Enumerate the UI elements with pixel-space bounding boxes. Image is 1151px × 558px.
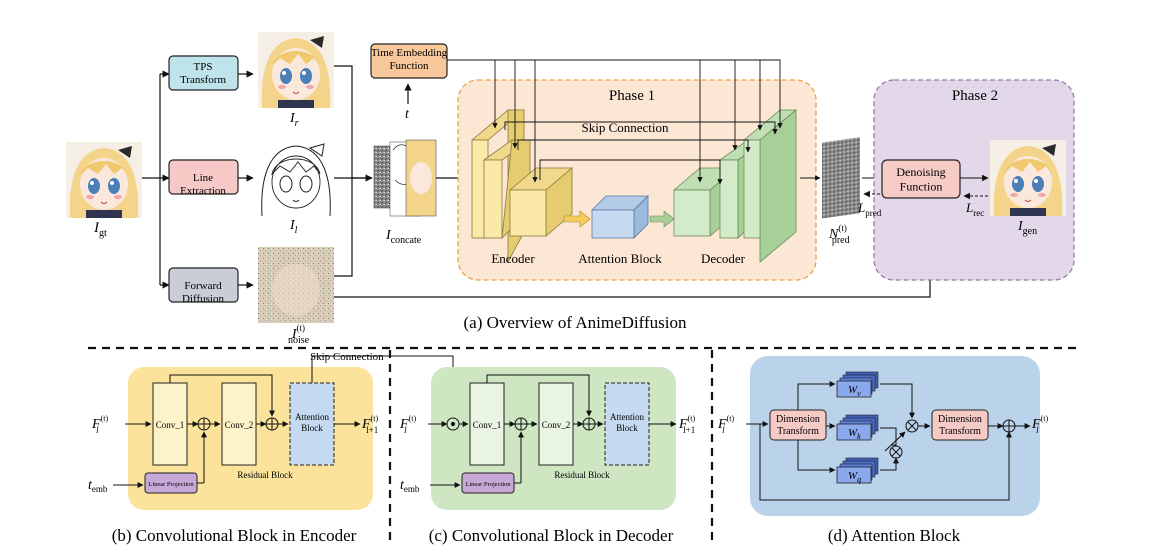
dec-residual-label: Residual Block [554, 470, 610, 480]
att-dimension-transform-out-label-line2: Transform [939, 426, 981, 437]
enc-f-out: F(t)l+1 [361, 414, 378, 435]
att-multiply-top [905, 419, 919, 433]
line-extraction-label: Line [193, 172, 213, 184]
enc-attention-label: Attention [295, 412, 329, 422]
image-i-concate [373, 139, 437, 217]
phase1-title: Phase 1 [609, 88, 655, 104]
label-i-r: Ir [289, 111, 299, 129]
time-embedding-label-line2: Function [389, 60, 429, 72]
encoder-blocks [470, 109, 574, 263]
label-i-gt: Igt [93, 220, 107, 239]
image-n-pred [822, 137, 860, 219]
tps-transform-box [168, 55, 239, 91]
enc-conv1-label: Conv_1 [156, 420, 185, 430]
label-n-pred: N(t)pred [828, 223, 850, 246]
att-f-out: F(t)l [1031, 414, 1048, 435]
att-wv-label: Wv [848, 384, 861, 398]
enc-residual-label: Residual Block [237, 470, 293, 480]
attention-detail-panel [750, 356, 1040, 516]
att-wq-stack [836, 457, 879, 484]
tps-transform-label-line2: Transform [180, 74, 226, 86]
caption-a: (a) Overview of AnimeDiffusion [464, 313, 687, 332]
label-i-concate: Iconcate [385, 228, 422, 246]
phase1-attention-label: Attention Block [578, 251, 662, 266]
att-wk-label: Wk [848, 427, 861, 441]
caption-d: (d) Attention Block [828, 526, 961, 545]
forward-diffusion-label-line2: Diffusion [182, 293, 224, 305]
att-dimension-transform-in-label: Dimension [776, 414, 820, 425]
phase1-attention-block [591, 195, 649, 239]
phase1-decoder-label: Decoder [701, 251, 746, 266]
dec-attention-label-line2: Block [616, 423, 638, 433]
phase2-panel [873, 79, 1075, 281]
input-image-gt [65, 141, 143, 219]
label-l-pred: Lpred [857, 200, 882, 218]
enc-t-emb: temb [88, 478, 108, 494]
dec-conv1-label: Conv_1 [473, 420, 502, 430]
caption-b: (b) Convolutional Block in Encoder [112, 526, 357, 545]
time-embedding-box [370, 43, 448, 79]
line-extraction-box [168, 159, 239, 195]
dec-linear-projection-label: Linear Projection [465, 481, 511, 488]
label-t: t [405, 107, 410, 122]
caption-c: (c) Convolutional Block in Decoder [429, 526, 674, 545]
att-multiply-bottom [889, 445, 903, 459]
att-f-in: F(t)l [717, 414, 734, 435]
phase2-title: Phase 2 [952, 88, 998, 104]
att-wq-label: Wq [848, 470, 861, 484]
tps-transform-label: TPS [194, 61, 213, 73]
label-i-noise: I(t)noise [288, 323, 310, 346]
denoising-function-box [881, 159, 961, 199]
image-i-l [257, 139, 335, 217]
decoder-blocks [672, 109, 798, 263]
line-extraction-label-line2: Extraction [180, 185, 226, 197]
image-i-gen [989, 139, 1067, 217]
dec-f-in: F(t)l [399, 414, 416, 435]
att-wk-stack [836, 414, 879, 441]
att-dimension-transform-out-label: Dimension [938, 414, 982, 425]
dec-f-out: F(t)l+1 [678, 414, 695, 435]
att-dimension-transform-out-box [931, 409, 989, 441]
label-l-rec: Lrec [965, 200, 984, 218]
enc-linear-projection-label: Linear Projection [148, 481, 194, 488]
time-embedding-label: Time Embedding [371, 47, 448, 59]
phase1-flow-arrows [563, 210, 675, 228]
forward-diffusion-label: Forward [184, 280, 222, 292]
enc-skip-label: Skip Connection [310, 351, 384, 363]
image-i-noise [258, 247, 334, 323]
dec-conv1-box [469, 382, 505, 466]
enc-f-in: F(t)l [91, 414, 108, 435]
dec-attention-label: Attention [610, 412, 644, 422]
att-add-residual [1002, 419, 1016, 433]
label-i-l: Il [289, 218, 298, 236]
dec-conv2-label: Conv_2 [542, 420, 571, 430]
denoising-function-label: Denoising [896, 165, 945, 179]
forward-diffusion-box [168, 267, 239, 303]
dec-attention-box [604, 382, 650, 466]
dec-t-emb: temb [400, 478, 420, 494]
label-i-gen: Igen [1017, 219, 1037, 237]
image-i-r [257, 31, 335, 109]
enc-conv2-label: Conv_2 [225, 420, 254, 430]
denoising-function-label-line2: Function [900, 179, 943, 193]
phase1-skip-label: Skip Connection [581, 120, 669, 135]
enc-attention-label-line2: Block [301, 423, 323, 433]
att-wv-stack [836, 371, 879, 398]
att-dimension-transform-in-label-line2: Transform [777, 426, 819, 437]
phase1-encoder-label: Encoder [491, 251, 535, 266]
